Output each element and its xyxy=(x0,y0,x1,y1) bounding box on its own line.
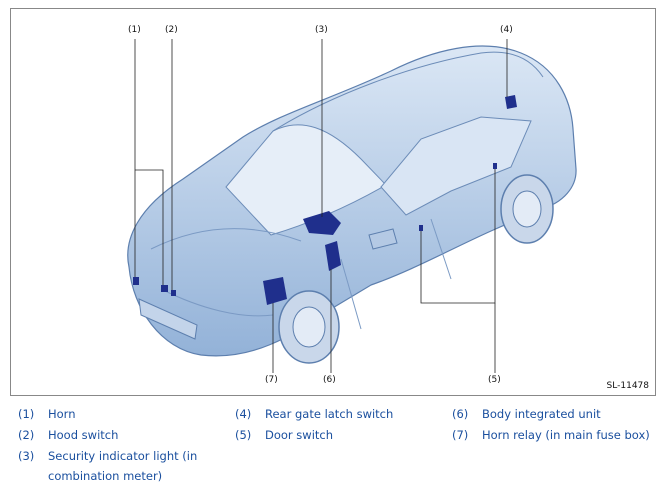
figure-id: SL-11478 xyxy=(607,381,649,391)
legend-num: (4) xyxy=(235,404,251,424)
callout-2: (2) xyxy=(165,25,178,35)
hood-switch-component xyxy=(161,285,168,292)
car-illustration xyxy=(11,9,657,397)
door-switch-component-2 xyxy=(493,163,497,169)
vehicle-diagram: (1) (2) (3) (4) (5) (6) (7) SL-11478 xyxy=(10,8,656,396)
callout-6: (6) xyxy=(323,375,336,385)
legend-num: (2) xyxy=(18,425,34,445)
legend-text: Body integrated unit xyxy=(482,404,601,424)
hood-switch-component-2 xyxy=(171,290,176,296)
legend-item-rear-gate-latch: (4) Rear gate latch switch xyxy=(235,404,251,424)
legend-text: Horn relay (in main fuse box) xyxy=(482,425,650,445)
legend-item-horn: (1) Horn xyxy=(18,404,34,424)
door-switch-component xyxy=(419,225,423,231)
callout-3: (3) xyxy=(315,25,328,35)
legend-text: Horn xyxy=(48,404,76,424)
legend-item-body-integrated-unit: (6) Body integrated unit xyxy=(452,404,468,424)
legend-text: Security indicator light (in xyxy=(48,446,197,466)
legend-text-continued: combination meter) xyxy=(48,466,162,486)
legend-num: (1) xyxy=(18,404,34,424)
legend: (1) Horn (2) Hood switch (3) Security in… xyxy=(18,404,658,484)
legend-item-door-switch: (5) Door switch xyxy=(235,425,251,445)
legend-text: Door switch xyxy=(265,425,333,445)
legend-num: (3) xyxy=(18,446,34,466)
legend-item-security-indicator: (3) Security indicator light (in combina… xyxy=(18,446,34,466)
callout-5: (5) xyxy=(488,375,501,385)
legend-num: (5) xyxy=(235,425,251,445)
rear-gate-latch-component xyxy=(505,95,517,109)
legend-num: (6) xyxy=(452,404,468,424)
legend-text: Rear gate latch switch xyxy=(265,404,393,424)
callout-1: (1) xyxy=(128,25,141,35)
legend-num: (7) xyxy=(452,425,468,445)
legend-text: Hood switch xyxy=(48,425,118,445)
legend-item-horn-relay: (7) Horn relay (in main fuse box) xyxy=(452,425,468,445)
legend-item-hood-switch: (2) Hood switch xyxy=(18,425,34,445)
callout-7: (7) xyxy=(265,375,278,385)
horn-component xyxy=(133,277,139,285)
callout-4: (4) xyxy=(500,25,513,35)
